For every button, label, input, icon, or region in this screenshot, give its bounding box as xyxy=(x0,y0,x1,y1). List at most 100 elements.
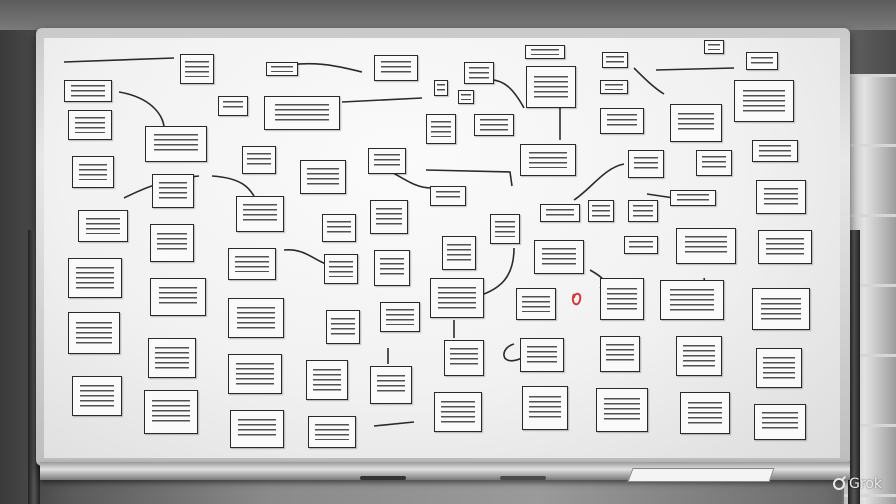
sticky-note xyxy=(680,392,730,434)
sticky-note xyxy=(676,336,722,376)
red-mark xyxy=(571,292,582,306)
sticky-note xyxy=(516,288,556,320)
sticky-note xyxy=(490,214,520,244)
red-marker-scribble xyxy=(571,292,582,306)
sticky-note xyxy=(660,280,724,320)
sticky-note xyxy=(430,278,484,318)
sticky-note xyxy=(754,404,806,440)
marker-pen xyxy=(360,476,406,480)
connector-line xyxy=(63,57,175,63)
sticky-note xyxy=(442,236,476,270)
grok-logo-icon xyxy=(833,478,846,490)
sticky-note xyxy=(68,258,122,298)
sticky-note xyxy=(426,114,456,144)
connector-line xyxy=(655,67,735,71)
sticky-note xyxy=(148,338,196,378)
sticky-note xyxy=(374,250,410,286)
sticky-note xyxy=(326,310,360,344)
sticky-note xyxy=(474,114,514,136)
sticky-note xyxy=(628,200,658,222)
sticky-note xyxy=(596,388,648,432)
sticky-note xyxy=(145,126,207,162)
sticky-note xyxy=(324,254,358,284)
sticky-note xyxy=(588,200,614,222)
sticky-note xyxy=(520,144,576,176)
sticky-note xyxy=(534,240,584,274)
sticky-note xyxy=(676,228,736,264)
sticky-note xyxy=(228,354,282,394)
sticky-note xyxy=(434,80,448,96)
sticky-note xyxy=(430,186,466,206)
marker-pen xyxy=(500,476,546,480)
connector-line xyxy=(118,91,165,129)
sticky-note xyxy=(218,96,248,116)
sticky-note xyxy=(374,55,418,81)
sticky-note xyxy=(242,146,276,174)
sticky-note xyxy=(758,230,812,264)
sticky-note xyxy=(370,366,412,404)
sticky-note xyxy=(434,392,482,432)
sticky-note xyxy=(150,278,206,316)
sticky-note xyxy=(228,248,276,280)
connector-line xyxy=(283,249,327,265)
sticky-note xyxy=(68,110,112,140)
connector-line xyxy=(341,97,423,103)
sticky-note xyxy=(600,108,644,134)
sticky-note xyxy=(72,376,122,416)
connector-line xyxy=(503,343,523,362)
sticky-note xyxy=(64,80,112,102)
sticky-note xyxy=(756,180,806,214)
sticky-note xyxy=(752,288,810,330)
sticky-note xyxy=(734,80,794,122)
connector-line xyxy=(211,175,255,197)
connector-line xyxy=(425,169,513,187)
sticky-note xyxy=(670,190,716,206)
sticky-note xyxy=(152,174,194,208)
sticky-note xyxy=(444,340,484,376)
sticky-note xyxy=(300,160,346,194)
sticky-note xyxy=(696,150,732,176)
sticky-note xyxy=(600,278,644,320)
sticky-note xyxy=(368,148,406,174)
sticky-note xyxy=(228,298,284,338)
sticky-note xyxy=(520,338,564,372)
sticky-note xyxy=(150,224,194,262)
sticky-note xyxy=(78,210,128,242)
sticky-note xyxy=(522,386,568,430)
sticky-note xyxy=(464,62,494,84)
sticky-note xyxy=(380,302,420,332)
sticky-note xyxy=(756,348,802,388)
sticky-note xyxy=(72,156,114,188)
sticky-note xyxy=(600,336,640,372)
sticky-note xyxy=(264,96,340,130)
sticky-note xyxy=(600,80,628,94)
connector-line xyxy=(373,421,415,427)
sticky-note xyxy=(322,214,356,242)
sticky-note xyxy=(266,62,298,76)
sticky-note xyxy=(370,200,408,234)
sticky-note xyxy=(458,90,474,104)
sticky-note xyxy=(628,150,664,178)
sticky-note xyxy=(624,236,658,254)
stand-leg-right xyxy=(848,230,860,504)
sticky-note xyxy=(308,416,356,448)
sticky-note xyxy=(746,52,778,70)
sticky-note xyxy=(144,390,198,434)
wall-background xyxy=(0,0,896,30)
watermark-text: Grok xyxy=(849,476,882,492)
sticky-note xyxy=(540,204,580,222)
sticky-note xyxy=(704,40,724,54)
sticky-note xyxy=(670,104,722,142)
sticky-note xyxy=(526,66,576,108)
sticky-note xyxy=(236,196,284,232)
connector-line xyxy=(646,193,675,199)
connector-line xyxy=(633,67,665,95)
sticky-note xyxy=(180,54,214,84)
paper-on-tray xyxy=(627,468,775,482)
whiteboard-surface xyxy=(44,38,840,458)
connector-line xyxy=(483,247,515,295)
sticky-note xyxy=(602,52,628,68)
sticky-note xyxy=(68,312,120,354)
sticky-note xyxy=(306,360,348,400)
watermark: Grok xyxy=(833,476,882,492)
